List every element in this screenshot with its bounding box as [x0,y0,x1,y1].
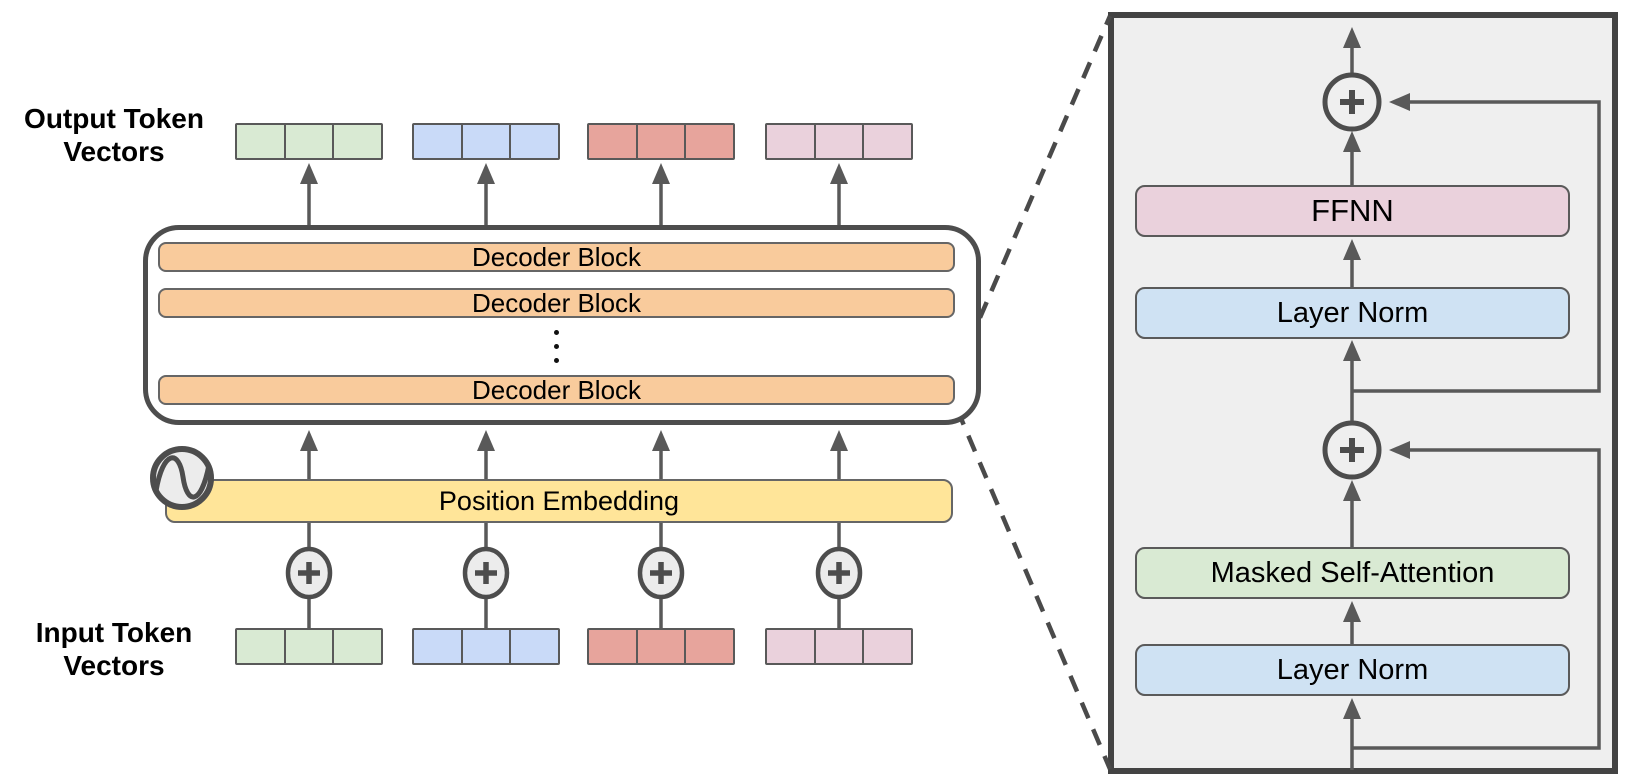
input-token-vector-1 [235,628,383,665]
sine-wave-icon [150,446,214,510]
output-token-vector-1 [235,123,383,160]
ffnn-box: FFNN [1135,185,1570,237]
decoder-block-3: Decoder Block [158,375,955,405]
output-token-vector-2 [412,123,560,160]
input-token-vector-3 [587,628,735,665]
layer-norm-top-box: Layer Norm [1135,287,1570,339]
ellipsis-icon [554,330,559,363]
position-embedding-bar: Position Embedding [165,479,953,523]
add-icon-crosses-right [1340,90,1364,462]
add-icon-crosses-left [298,562,850,584]
input-token-vector-2 [412,628,560,665]
input-token-vectors-label: Input Token Vectors [35,617,193,682]
output-token-vector-3 [587,123,735,160]
decoder-block-2: Decoder Block [158,288,955,318]
masked-self-attention-box: Masked Self-Attention [1135,547,1570,599]
output-token-vectors-label: Output Token Vectors [24,103,204,168]
zoom-callout-dashed-lines [954,15,1113,770]
layer-norm-bottom-box: Layer Norm [1135,644,1570,696]
decoder-block-1: Decoder Block [158,242,955,272]
add-icons-left [285,546,863,600]
arrowheads [300,27,1410,719]
input-token-vector-4 [765,628,913,665]
output-token-vector-4 [765,123,913,160]
add-icons-right [1322,72,1382,480]
